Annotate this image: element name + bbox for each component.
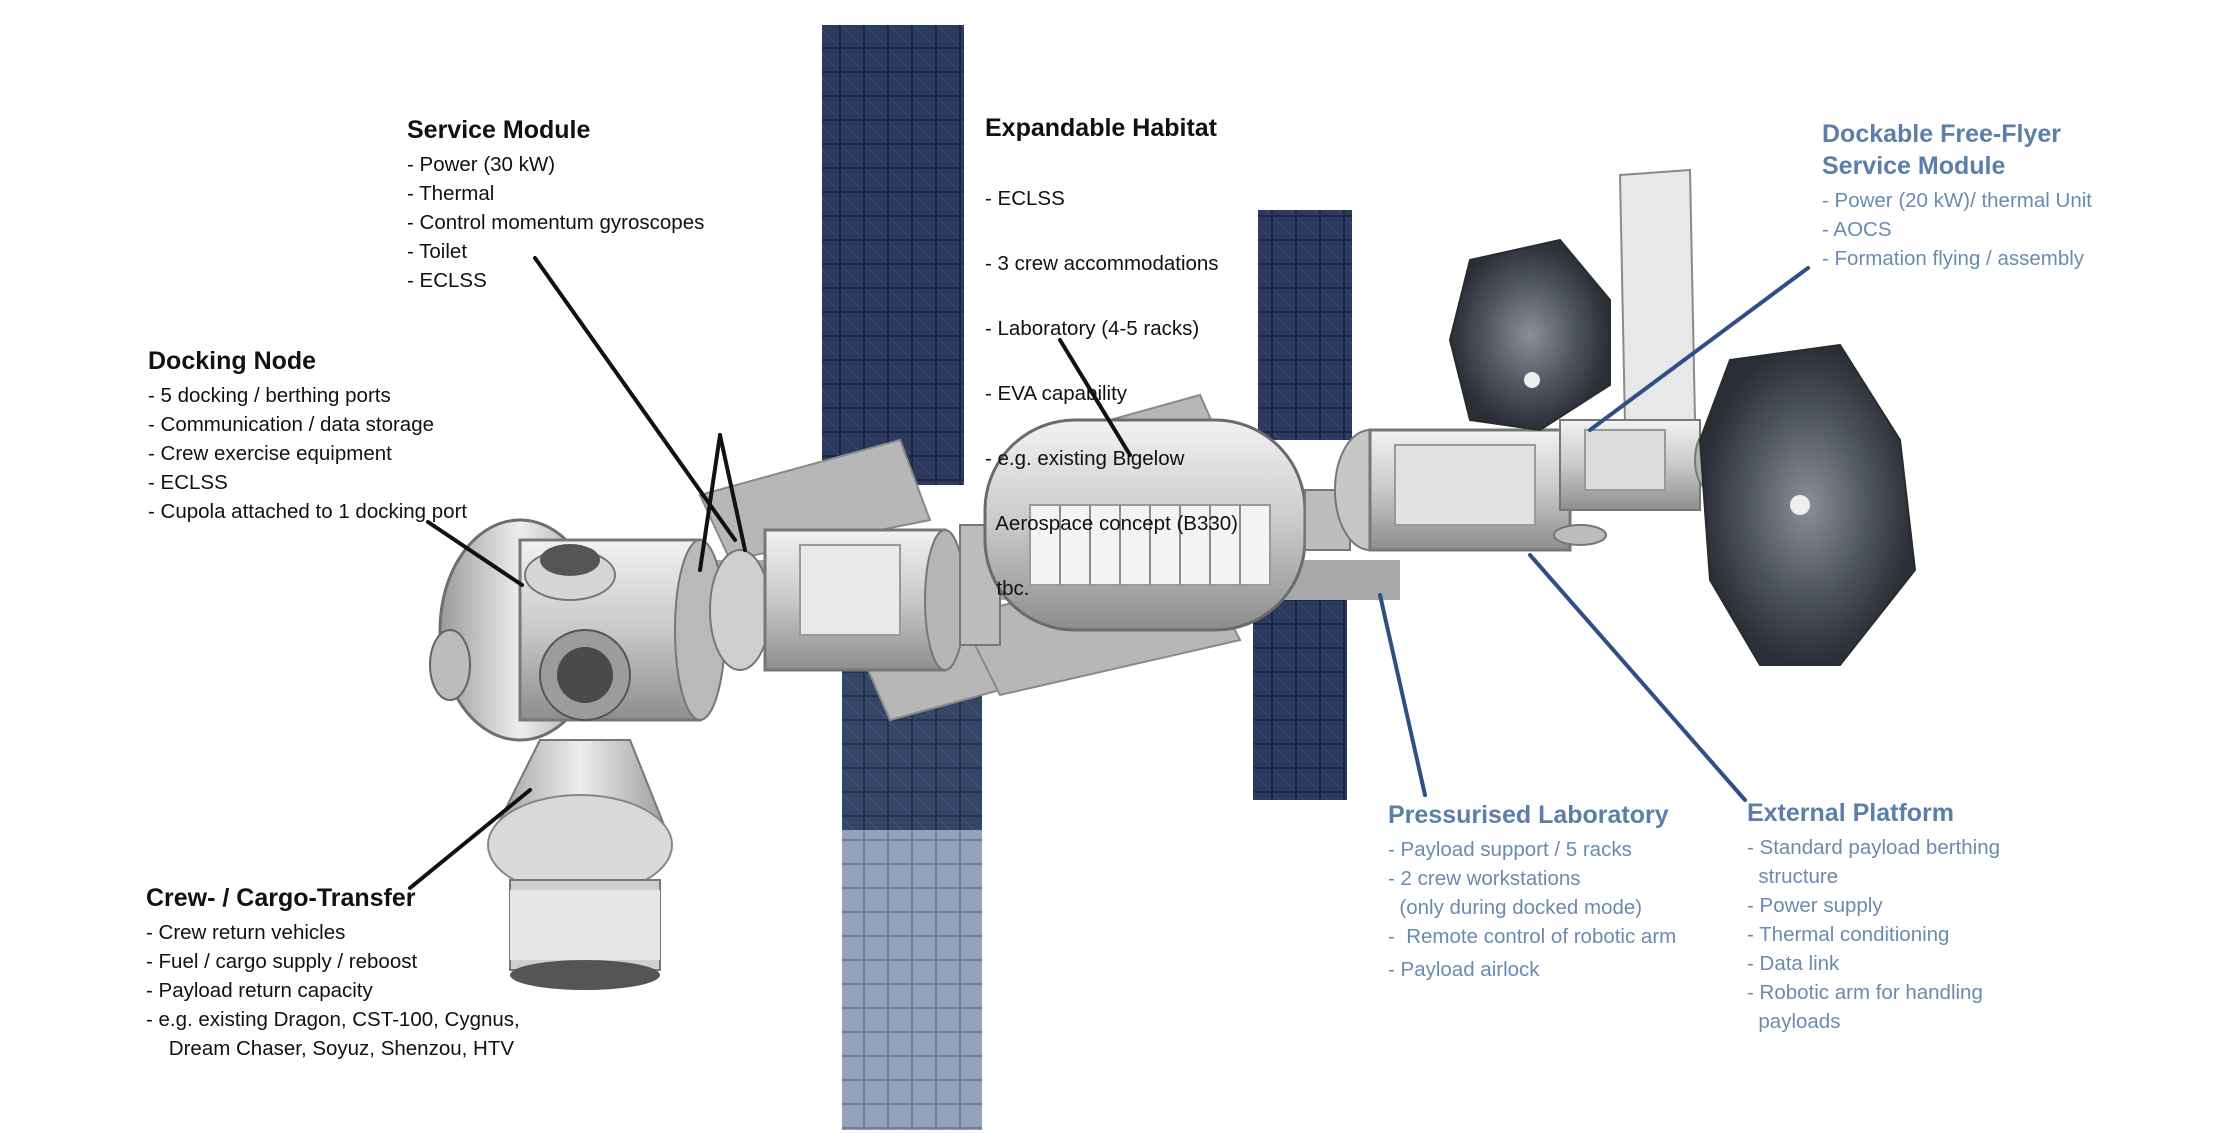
docking-node-title: Docking Node [148,347,317,375]
pressurised-laboratory-module [1304,428,1572,552]
list-item: Aerospace concept (B330) [985,512,1238,535]
list-item: - ECLSS [407,269,487,292]
service-module [709,528,966,672]
expandable-habitat-title: Expandable Habitat [985,114,1217,142]
external-platform-title: External Platform [1747,799,1955,827]
leader-service-module-3 [698,433,722,572]
crew-cargo-list: - Crew return vehicles - Fuel / cargo su… [146,918,520,1063]
leader-crew-cargo [408,788,532,890]
main-solar-array [822,25,982,1130]
list-item: - Power (30 kW) [407,153,556,176]
list-item: - Payload support / 5 racks [1388,838,1632,861]
pressurised-lab-title: Pressurised Laboratory [1388,801,1669,829]
list-item: - Crew exercise equipment [148,442,392,465]
list-item: - Crew return vehicles [146,921,346,944]
crew-cargo-title: Crew- / Cargo-Transfer [146,884,416,912]
secondary-solar-array [1253,210,1352,800]
list-item: - Control momentum gyroscopes [407,211,705,234]
list-item: - 3 crew accommodations [985,252,1219,275]
expandable-habitat [959,418,1307,646]
list-item: - Fuel / cargo supply / reboost [146,950,418,973]
callout-service-module: Service Module - Power (30 kW) - Thermal… [407,114,704,295]
list-item: payloads [1747,1010,1841,1033]
list-item: - Standard payload berthing [1747,836,2001,859]
pressurised-lab-list: - Payload support / 5 racks - 2 crew wor… [1388,835,1676,984]
list-item: - Thermal conditioning [1747,923,1950,946]
list-item: - Laboratory (4-5 racks) [985,317,1200,340]
list-item: - Robotic arm for handling [1747,981,1983,1004]
list-item: - Payload return capacity [146,979,373,1002]
leader-service-module-2 [718,433,747,552]
list-item: structure [1747,865,1839,888]
crew-capsule [487,739,673,990]
umbrella-solar-arrays [1448,238,1917,666]
leader-external-platform [1528,553,1747,802]
list-item: - Data link [1747,952,1840,975]
docking-node-module [429,518,726,742]
leader-service-module [533,256,737,542]
leader-pressurised-lab [1378,593,1427,797]
list-item: - Remote control of robotic arm [1388,925,1677,948]
list-item: - 2 crew workstations [1388,867,1581,890]
service-module-list: - Power (30 kW) - Thermal - Control mome… [407,150,704,295]
list-item: - ECLSS [148,471,228,494]
list-item: tbc. [985,577,1030,600]
external-platform-list: - Standard payload berthing structure - … [1747,833,2000,1036]
leader-expandable-habitat [1058,338,1132,457]
free-flyer-module [1553,419,1726,546]
free-flyer-title-line1: Dockable Free-Flyer [1822,120,2061,148]
list-item: - EVA capability [985,382,1128,405]
callout-docking-node: Docking Node - 5 docking / berthing port… [148,345,467,526]
list-item: - Power (20 kW)/ thermal Unit [1822,189,2092,212]
list-item: - e.g. existing Dragon, CST-100, Cygnus, [146,1008,520,1031]
service-module-title: Service Module [407,116,591,144]
callout-expandable-habitat: Expandable Habitat - ECLSS - 3 crew acco… [985,112,1238,639]
callout-free-flyer: Dockable Free-Flyer Service Module - Pow… [1822,118,2092,273]
callout-pressurised-laboratory: Pressurised Laboratory - Payload support… [1388,799,1676,984]
list-item: - Toilet [407,240,468,263]
list-item: - Cupola attached to 1 docking port [148,500,468,523]
expandable-habitat-list: - ECLSS - 3 crew accommodations - Labora… [985,148,1238,639]
list-item: - Formation flying / assembly [1822,247,2085,270]
free-flyer-list: - Power (20 kW)/ thermal Unit - AOCS - F… [1822,186,2092,273]
list-item: Dream Chaser, Soyuz, Shenzou, HTV [146,1037,515,1060]
callout-external-platform: External Platform - Standard payload ber… [1747,797,2000,1036]
list-item: (only during docked mode) [1388,896,1643,919]
list-item: - 5 docking / berthing ports [148,384,391,407]
list-item: - ECLSS [985,187,1065,210]
leader-docking-node [426,520,524,587]
list-item: - Power supply [1747,894,1883,917]
list-item: - e.g. existing Bigelow [985,447,1185,470]
list-item: - AOCS [1822,218,1892,241]
leader-free-flyer [1588,266,1810,432]
list-item: - Communication / data storage [148,413,434,436]
list-item: - Thermal [407,182,495,205]
free-flyer-title-line2: Service Module [1822,152,2006,180]
docking-node-list: - 5 docking / berthing ports - Communica… [148,381,467,526]
list-item: - Payload airlock [1388,958,1540,981]
callout-crew-cargo-transfer: Crew- / Cargo-Transfer - Crew return veh… [146,882,520,1063]
leader-lines [408,256,1810,890]
